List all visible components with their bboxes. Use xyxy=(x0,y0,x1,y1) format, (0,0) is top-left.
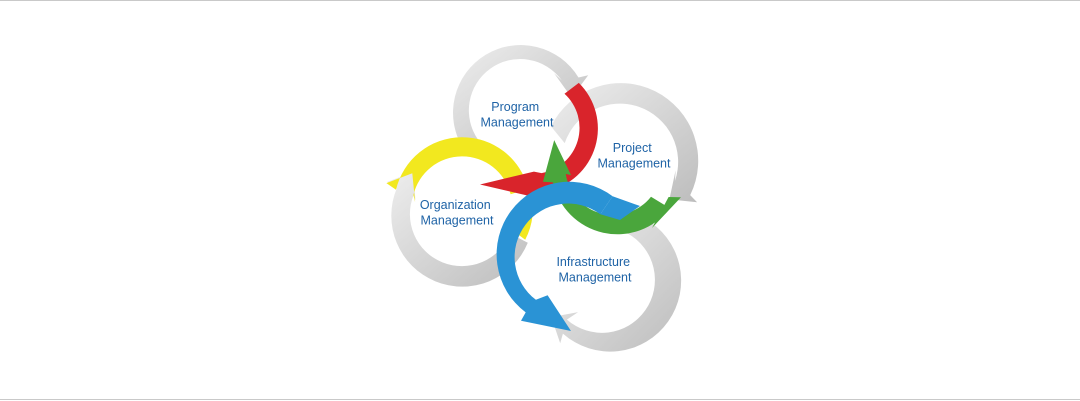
green-accent-arrow xyxy=(543,140,670,235)
green-right-head xyxy=(652,197,681,228)
infrastructure-management-label: Infrastructure Management xyxy=(556,255,633,285)
cycle-labels: Program Management Project Management Or… xyxy=(420,100,671,285)
yellow-accent-arrow xyxy=(386,137,529,203)
infrastructure-gray-arrow xyxy=(551,218,682,352)
organization-management-label: Organization Management xyxy=(420,198,494,228)
color-accent-arrows xyxy=(386,82,681,331)
blue-top-cap xyxy=(600,196,640,220)
project-management-label: Project Management xyxy=(598,141,671,171)
organization-gray-arrow xyxy=(387,172,528,287)
program-management-label: Program Management xyxy=(481,100,554,130)
blue-accent-arrow xyxy=(496,181,613,331)
program-gray-arrow xyxy=(453,45,589,148)
